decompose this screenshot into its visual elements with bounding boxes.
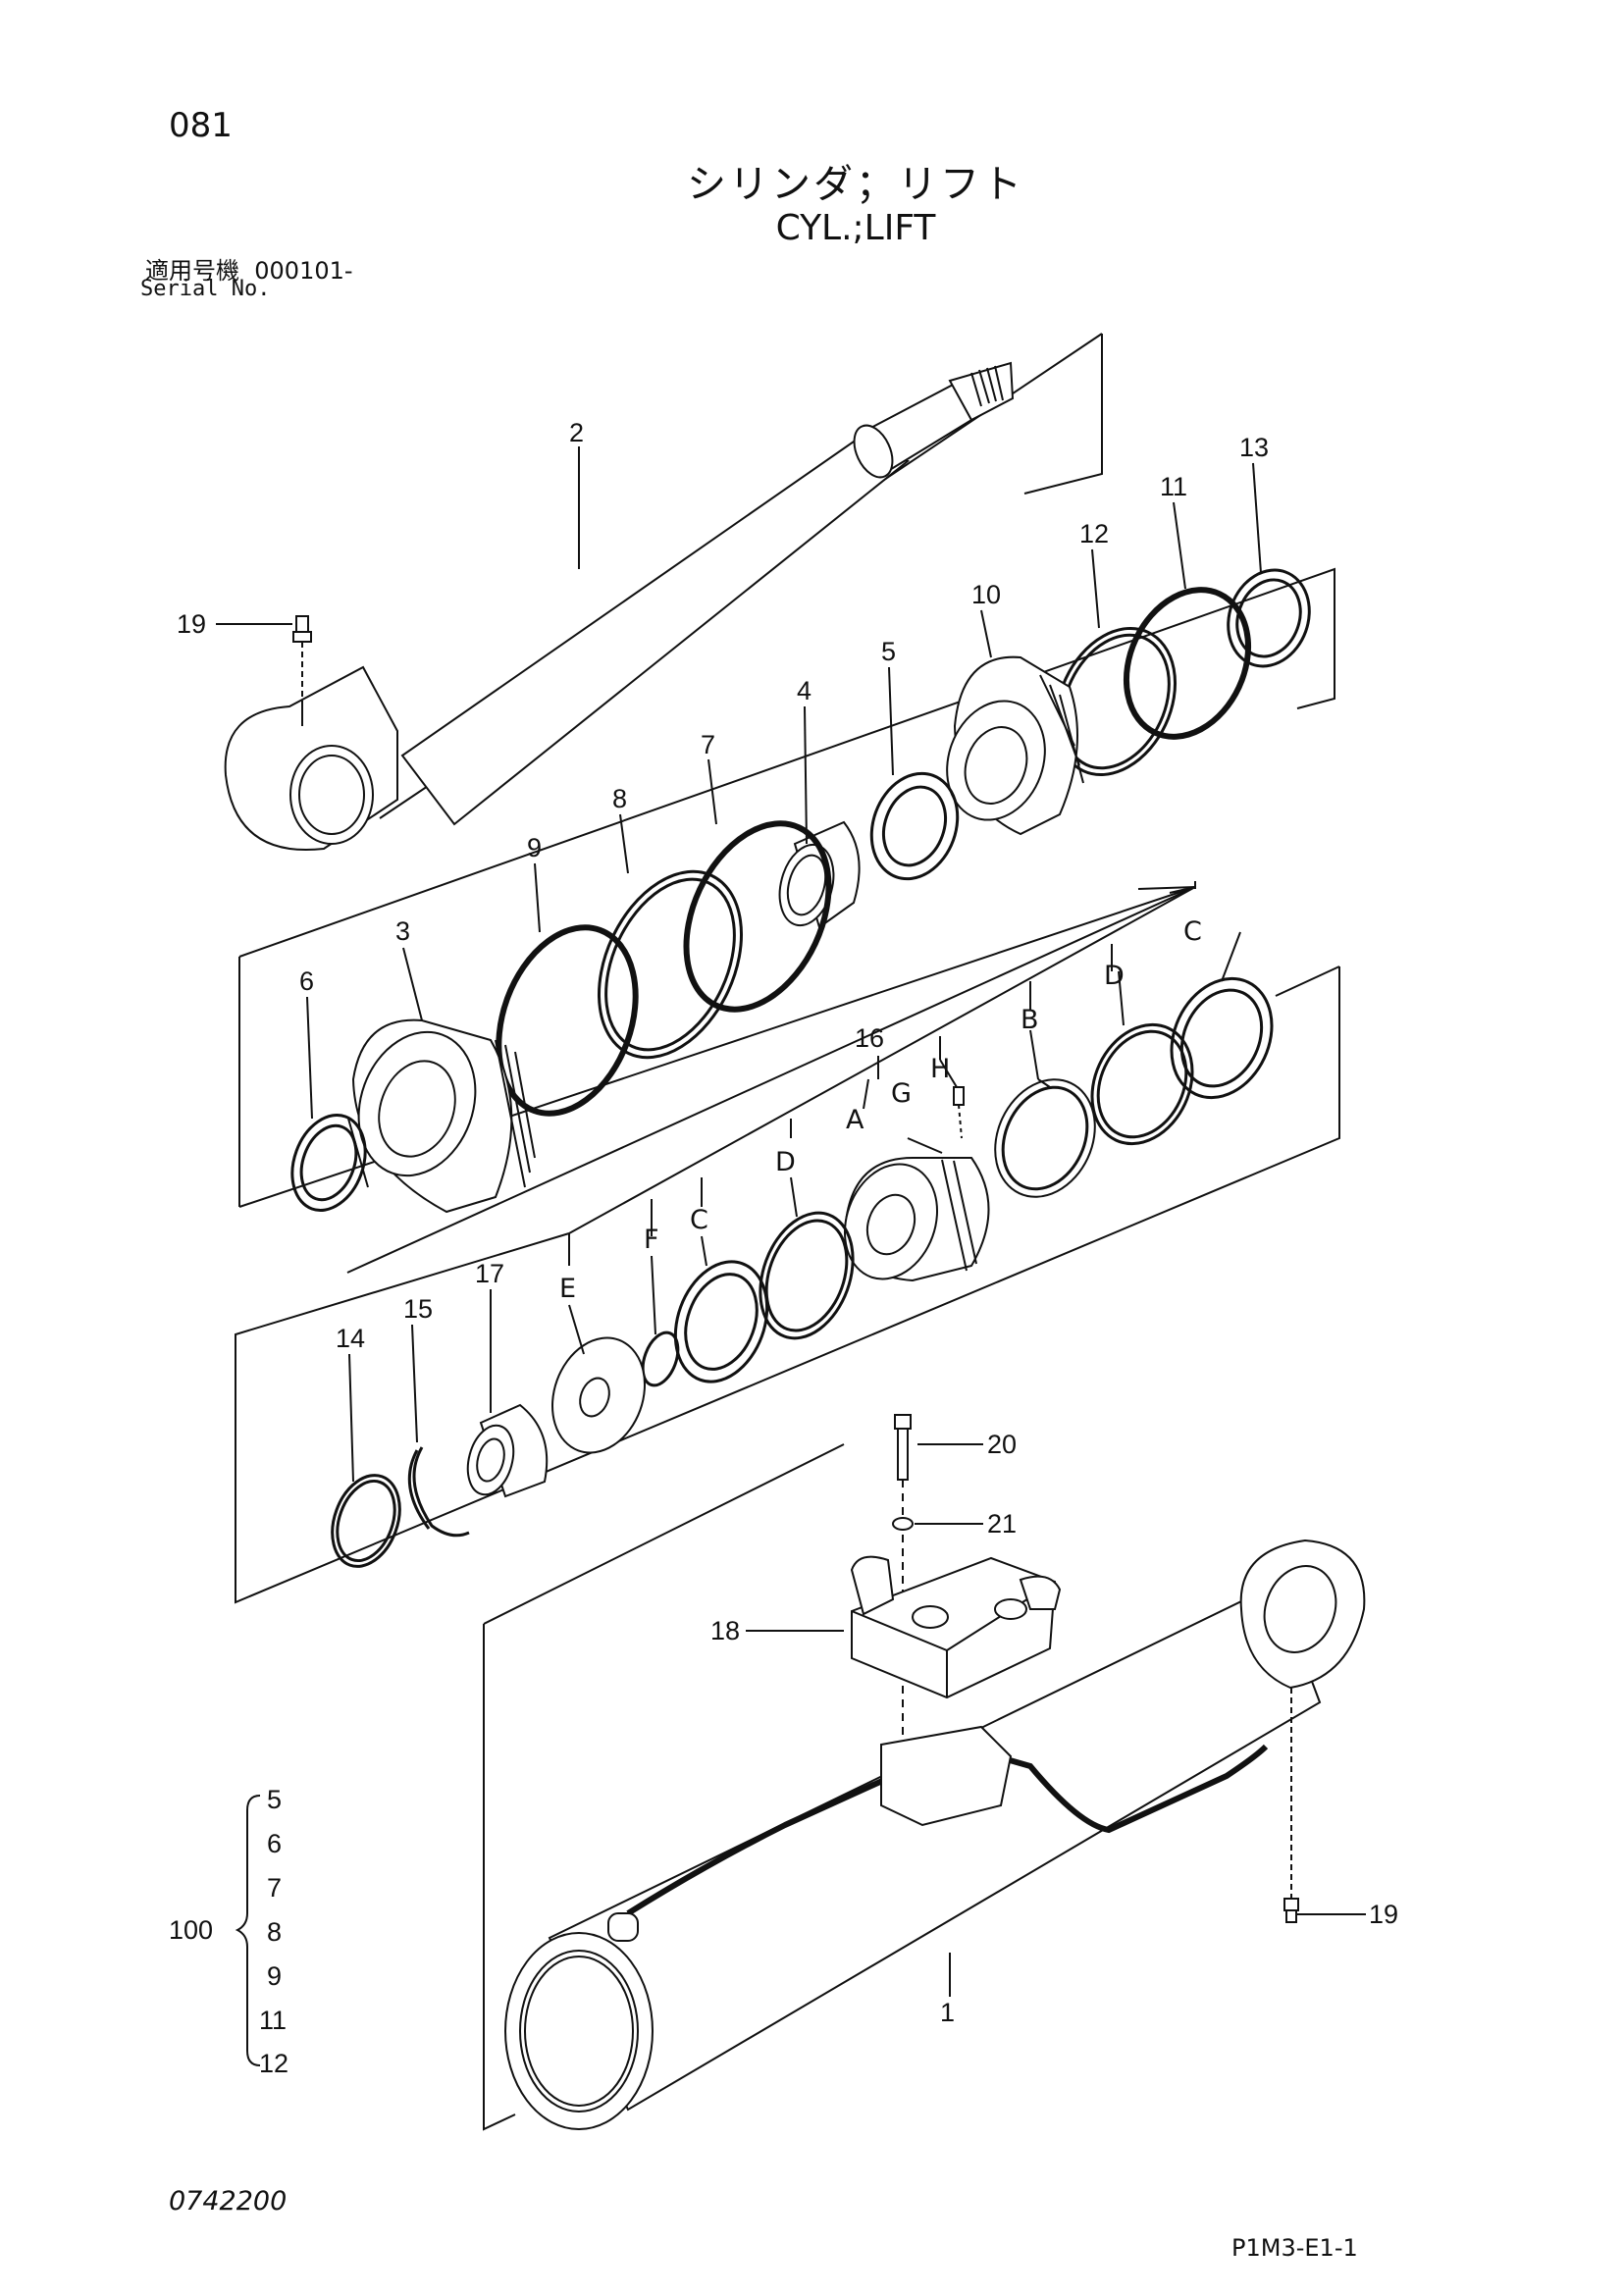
part-9-o-ring [496, 924, 639, 1117]
callout-20: 20 [987, 1430, 1017, 1459]
callout-16: 16 [855, 1023, 884, 1053]
part-D-ring-upper [1090, 1022, 1194, 1146]
callout-7: 7 [701, 730, 715, 759]
callout-19-bottom: 19 [1369, 1900, 1398, 1929]
callout-11: 11 [1160, 472, 1187, 501]
part-C-ring-lower [673, 1260, 769, 1383]
label-D-lower: D [775, 1147, 796, 1177]
part-12-backup-ring [1054, 626, 1178, 777]
kit-item-1: 5 [267, 1785, 282, 1814]
callout-19-top: 19 [177, 609, 206, 639]
serial-label-jp: 適用号機 000101- [145, 251, 353, 286]
label-C-lower: C [690, 1205, 708, 1235]
part-2-piston-rod [224, 361, 1015, 851]
part-10-cylinder-head [946, 655, 1084, 836]
callout-21: 21 [987, 1509, 1017, 1539]
callout-1: 1 [940, 1998, 955, 2027]
panel-outline-tube [483, 1443, 845, 2131]
callout-14: 14 [336, 1324, 365, 1353]
leader-lines [216, 446, 1366, 1997]
part-C-ring-upper [1170, 976, 1274, 1100]
callout-8: 8 [612, 784, 627, 813]
callout-3: 3 [395, 916, 410, 946]
serial-label-en: Serial No. [140, 277, 271, 301]
part-20-bolt [894, 1414, 912, 1904]
part-18-valve-block [850, 1555, 1062, 1699]
letter-labels: C D B H G A D C F E [559, 916, 1202, 1304]
kit-100-bracket: 100 5 6 7 8 9 11 12 [169, 1785, 288, 2078]
part-13-ring [1227, 568, 1311, 668]
label-A: A [846, 1105, 864, 1135]
kit-item-5: 9 [267, 1961, 282, 1991]
kit-item-4: 8 [267, 1917, 282, 1947]
label-B: B [1021, 1005, 1039, 1035]
callout-2: 2 [569, 418, 584, 447]
callout-9: 9 [527, 833, 542, 862]
label-H: H [930, 1054, 950, 1084]
part-14-ring [331, 1474, 401, 1568]
title-japanese: シリンダ；リフト [687, 162, 1024, 207]
kit-item-3: 7 [267, 1873, 282, 1903]
callout-10: 10 [971, 580, 1001, 609]
part-3-cylinder-head [351, 1018, 536, 1214]
drawing-number: 0742200 [169, 2186, 288, 2217]
part-19-grease-nipple-bottom [1283, 1688, 1299, 1923]
kit-item-7: 12 [259, 2049, 288, 2078]
part-A-piston [843, 1157, 990, 1282]
kit-item-6: 11 [259, 2006, 287, 2035]
part-15-snap-ring [407, 1446, 470, 1538]
part-B-wear-ring [994, 1078, 1096, 1198]
kit-number: 100 [169, 1915, 213, 1945]
label-E: E [559, 1274, 576, 1304]
label-F: F [644, 1225, 659, 1255]
title-english: CYL.;LIFT [775, 208, 936, 248]
callout-18: 18 [710, 1616, 740, 1645]
page-number: 081 [169, 106, 233, 145]
part-1-cylinder-tube [504, 1539, 1366, 2130]
callout-13: 13 [1239, 433, 1269, 462]
callout-labels: 2 19 13 11 12 10 5 4 7 8 9 3 6 16 17 15 … [177, 418, 1398, 2027]
kit-item-2: 6 [267, 1829, 282, 1858]
label-D-upper: D [1104, 961, 1125, 991]
label-C-upper: C [1183, 916, 1202, 947]
serial-value: 000101- [254, 257, 353, 285]
callout-5: 5 [881, 637, 896, 666]
part-7-o-ring [683, 820, 832, 1013]
part-6-dust-seal [290, 1114, 369, 1212]
part-19-grease-nipple-top [292, 615, 312, 726]
part-5-seal [869, 771, 960, 881]
page-code: P1M3-E1-1 [1231, 2234, 1358, 2262]
callout-12: 12 [1079, 519, 1109, 548]
callout-4: 4 [797, 676, 812, 705]
part-8-backup-ring [597, 869, 744, 1060]
serial-label-jp-text: 適用号機 [145, 257, 239, 285]
part-E-plate [550, 1336, 647, 1454]
part-D-ring-lower [759, 1211, 855, 1340]
callout-15: 15 [403, 1294, 433, 1324]
callout-6: 6 [299, 966, 314, 996]
panel-outline-piston [235, 886, 1340, 1604]
part-4-bushing [778, 820, 861, 929]
part-G-H-plug [953, 1086, 965, 1139]
label-G: G [891, 1078, 912, 1109]
callout-17: 17 [475, 1259, 504, 1288]
part-21-washer [892, 1517, 914, 1531]
part-F-o-ring [641, 1331, 680, 1387]
part-17-nut [466, 1403, 549, 1498]
